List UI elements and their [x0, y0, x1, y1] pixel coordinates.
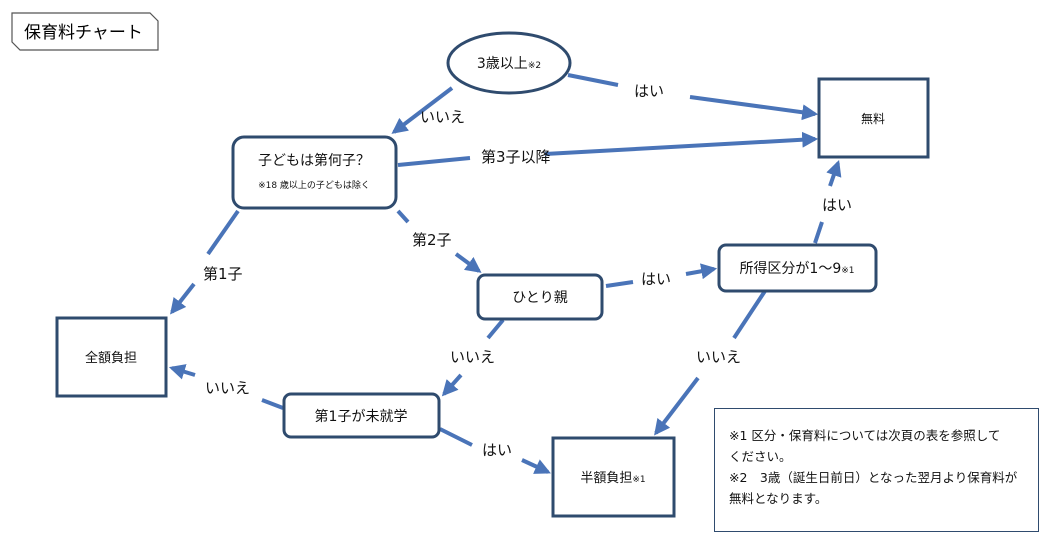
- notes-box: ※1 区分・保育料については次頁の表を参照して ください。 ※2 3歳（誕生日前…: [714, 408, 1039, 532]
- edge-label-income-yes: はい: [822, 196, 852, 214]
- node-single-parent: ひとり親: [476, 273, 604, 321]
- edge-preschool-to-full-b: [168, 364, 196, 380]
- edge-childorder-to-single: [454, 252, 482, 273]
- node-free-label: 無料: [861, 111, 885, 126]
- note-line: 無料となります。: [729, 491, 828, 506]
- edge-income-to-half: [732, 289, 767, 340]
- edge-label-second: 第2子: [412, 231, 452, 249]
- node-income: 所得区分が1～9※1: [717, 243, 878, 293]
- edge-label-first: 第1子: [203, 265, 243, 283]
- edge-label-third-plus: 第3子以降: [481, 148, 551, 166]
- edge-preschool-to-half: [439, 427, 473, 447]
- edge-age3-to-free-b: [689, 95, 819, 121]
- chart-title: 保育料チャート: [24, 23, 143, 43]
- node-full: 全額負担: [55, 316, 168, 398]
- node-age3-note: ※2: [528, 61, 541, 71]
- edge-label-single-yes: はい: [641, 270, 671, 288]
- edge-age3-to-free: [567, 73, 619, 87]
- edges: [168, 73, 842, 474]
- node-first-preschool-label: 第1子が未就学: [315, 408, 408, 425]
- edge-childorder-to-first: [206, 209, 240, 256]
- node-free: 無料: [817, 77, 930, 159]
- note-line: ください。: [729, 449, 792, 464]
- edge-single-to-preschool-b: [441, 373, 463, 397]
- edge-labels: はい いいえ 第3子以降 第2子 第1子 はい いいえ はい いいえ いいえ は…: [203, 82, 852, 459]
- edge-label-preschool-yes: はい: [482, 441, 512, 459]
- node-child-order-label: 子どもは第何子？: [258, 152, 370, 169]
- edge-childorder-to-free: [397, 156, 471, 167]
- node-half-note: ※1: [632, 475, 645, 485]
- node-half: 半額負担※1: [551, 436, 676, 518]
- chart-title-box: 保育料チャート: [11, 12, 159, 51]
- node-child-order: 子どもは第何子？ ※18 歳以上の子どもは除く: [231, 135, 398, 210]
- edge-label-age3-yes: はい: [634, 82, 664, 100]
- node-full-label: 全額負担: [85, 350, 137, 366]
- edge-age3-to-childorder: [391, 86, 454, 134]
- note-line: ※1 区分・保育料については次頁の表を参照して: [729, 428, 1001, 443]
- edge-label-preschool-no: いいえ: [205, 379, 250, 397]
- edge-childorder-to-full: [170, 282, 196, 315]
- edge-single-to-preschool: [486, 318, 505, 340]
- svg-text:半額負担※1: 半額負担※1: [580, 471, 645, 486]
- svg-text:3歳以上※2: 3歳以上※2: [477, 56, 541, 72]
- edge-label-income-no: いいえ: [696, 348, 741, 366]
- node-age3: 3歳以上※2: [446, 31, 572, 95]
- edge-single-to-income: [605, 280, 634, 288]
- node-income-note: ※1: [841, 266, 854, 276]
- edge-label-age3-no: いいえ: [420, 108, 465, 126]
- node-half-label: 半額負担: [580, 471, 632, 486]
- edge-income-to-half-b: [654, 376, 700, 436]
- node-child-order-note: ※18 歳以上の子どもは除く: [258, 179, 370, 191]
- edge-income-to-free-b: [826, 159, 842, 187]
- node-single-parent-label: ひとり親: [512, 290, 568, 306]
- edge-single-to-income-b: [685, 263, 718, 280]
- node-first-preschool: 第1子が未就学: [282, 392, 441, 439]
- edge-childorder-to-free-b: [544, 131, 819, 156]
- edge-childorder-to-second: [396, 209, 410, 224]
- node-age3-label: 3歳以上: [477, 56, 528, 72]
- edge-preschool-to-half-b: [521, 458, 551, 474]
- edge-preschool-to-full: [261, 398, 284, 410]
- edge-income-to-free: [813, 221, 824, 244]
- svg-text:所得区分が1～9※1: 所得区分が1～9※1: [739, 260, 854, 277]
- note-line: ※2 3歳（誕生日前日）となった翌月より保育料が: [729, 470, 1018, 485]
- node-income-label: 所得区分が1～9: [739, 260, 841, 277]
- edge-label-single-no: いいえ: [450, 348, 495, 366]
